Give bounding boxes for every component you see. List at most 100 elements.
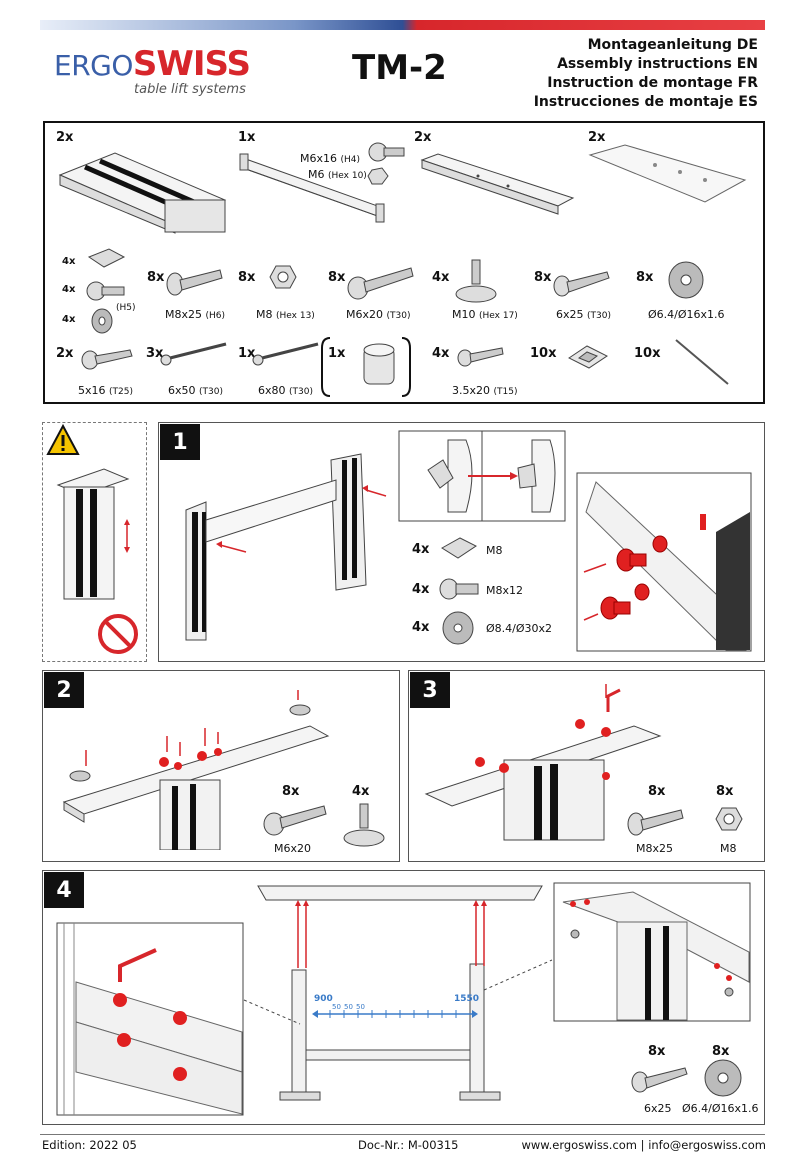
- part-qty: 1x: [238, 130, 256, 145]
- step1-qty: 4x: [412, 542, 430, 557]
- scale-max: 1550: [454, 994, 480, 1004]
- header-bar: [40, 20, 765, 30]
- part-qty: 1x: [328, 346, 346, 361]
- nut-m8-icon: [715, 807, 743, 831]
- screw-3-5x20-icon: [457, 347, 504, 367]
- title-de: Montageanleitung DE: [587, 37, 758, 53]
- nut-m6-label: M6 (Hex 10): [308, 168, 367, 181]
- part-label-6x50: 6x50 (T30): [168, 384, 223, 397]
- mounting-plate-image: [588, 144, 747, 203]
- nut-m6-tool: (Hex 10): [328, 171, 367, 181]
- label-text: 6x80: [258, 384, 286, 397]
- wood-screw-6x25-icon: [553, 271, 610, 297]
- tool-text: (Hex 13): [276, 311, 315, 321]
- screw-m6x16-text: M6x16: [300, 152, 337, 165]
- screw-nut-icon: [367, 142, 405, 185]
- step4-frame-image: [243, 885, 553, 1101]
- step1-qty: 4x: [412, 620, 430, 635]
- footer-doc-number: Doc-Nr.: M-00315: [358, 1138, 459, 1152]
- tool-text: (Hex 17): [479, 311, 518, 321]
- screw-m6x16-tool: (H4): [340, 155, 361, 165]
- step3-panel: [408, 670, 765, 862]
- bolt-m8x25-icon: [627, 809, 684, 836]
- parts-list-box: [43, 121, 765, 404]
- step1-number: 1: [160, 424, 200, 460]
- part-label-m8: M8 (Hex 13): [256, 308, 315, 321]
- screw-m6x16-label: M6x16 (H4): [300, 152, 360, 165]
- lifting-column-image: [58, 152, 227, 234]
- part-qty: 4x: [62, 284, 76, 295]
- small-parts-tool: (H5): [116, 300, 136, 313]
- brand-subtitle: table lift systems: [134, 82, 246, 97]
- part-qty: 4x: [62, 256, 76, 267]
- brand-part1: ERGO: [54, 49, 133, 82]
- part-qty: 1x: [238, 346, 256, 361]
- tool-text: (H6): [205, 311, 226, 321]
- part-qty: 8x: [636, 270, 654, 285]
- step1-detail-image: [398, 430, 566, 522]
- part-qty: 2x: [588, 130, 606, 145]
- title-en: Assembly instructions EN: [557, 56, 758, 72]
- top-bracket-image: [420, 153, 575, 215]
- step2-qty: 8x: [282, 784, 300, 799]
- tool-text: (T30): [289, 387, 313, 397]
- document-titles: Montageanleitung DE Assembly instruction…: [534, 36, 758, 112]
- title-fr: Instruction de montage FR: [547, 75, 758, 91]
- part-qty: 3x: [146, 346, 164, 361]
- scale-step: 50: [344, 1003, 353, 1011]
- small-parts-icons: [86, 248, 126, 334]
- cable-tie-mount-icon: [568, 345, 608, 369]
- step4-number: 4: [44, 872, 84, 908]
- label-text: Ø6.4/Ø16x1.6: [648, 308, 725, 321]
- title-es: Instrucciones de montaje ES: [533, 94, 758, 110]
- part-label-5x16: 5x16 (T25): [78, 384, 133, 397]
- column-warning-image: [56, 468, 130, 600]
- footer-edition: Edition: 2022 05: [42, 1138, 137, 1152]
- screw-6x50-icon: [160, 342, 227, 366]
- bolt-m6x20-icon: [263, 805, 327, 836]
- bolt-m8x12-icon: [439, 578, 479, 600]
- step4-qty: 8x: [712, 1044, 730, 1059]
- label-text: M6x20: [346, 308, 383, 321]
- screw-5x16-icon: [81, 349, 133, 370]
- step1-frame-image: [185, 453, 387, 641]
- part-qty: 8x: [238, 270, 256, 285]
- part-label-6x80: 6x80 (T30): [258, 384, 313, 397]
- nut-m8-icon: [269, 265, 297, 289]
- leveling-foot-icon: [455, 259, 497, 303]
- washer-8-4-icon: [442, 611, 474, 645]
- part-qty: 8x: [147, 270, 165, 285]
- model-title: TM-2: [352, 48, 447, 88]
- part-label-m6x20: M6x20 (T30): [346, 308, 410, 321]
- label-text: M10: [452, 308, 476, 321]
- part-label-m8x25: M8x25 (H6): [165, 308, 225, 321]
- step4-label: 6x25: [644, 1102, 672, 1115]
- prohibited-icon: [98, 614, 138, 654]
- step2-number: 2: [44, 672, 84, 708]
- step3-image: [424, 684, 662, 841]
- leveling-foot-icon: [343, 803, 385, 847]
- part-qty: 8x: [328, 270, 346, 285]
- label-text: M8x25: [165, 308, 202, 321]
- label-text: 6x50: [168, 384, 196, 397]
- step1-closeup-image: [576, 472, 752, 652]
- step4-label: Ø6.4/Ø16x1.6: [682, 1102, 759, 1115]
- bolt-m6x20-icon: [347, 267, 414, 300]
- part-label-3-5x20: 3.5x20 (T15): [452, 384, 518, 397]
- step4-panel: [42, 870, 765, 1125]
- step3-number: 3: [410, 672, 450, 708]
- step1-label: Ø8.4/Ø30x2: [486, 622, 553, 635]
- tool-text: (T30): [386, 311, 411, 321]
- part-label-6x25: 6x25 (T30): [556, 308, 611, 321]
- part-qty: 10x: [634, 346, 661, 361]
- part-qty: 2x: [56, 346, 74, 361]
- label-text: 5x16: [78, 384, 106, 397]
- footer-contact[interactable]: www.ergoswiss.com | info@ergoswiss.com: [521, 1138, 766, 1152]
- step2-panel: [42, 670, 400, 862]
- nut-m6-text: M6: [308, 168, 325, 181]
- step4-closeup-image: [56, 922, 244, 1116]
- step4-detail-image: [553, 882, 751, 1022]
- washer-icon: [704, 1059, 742, 1097]
- part-qty: 2x: [414, 130, 432, 145]
- part-qty: 8x: [534, 270, 552, 285]
